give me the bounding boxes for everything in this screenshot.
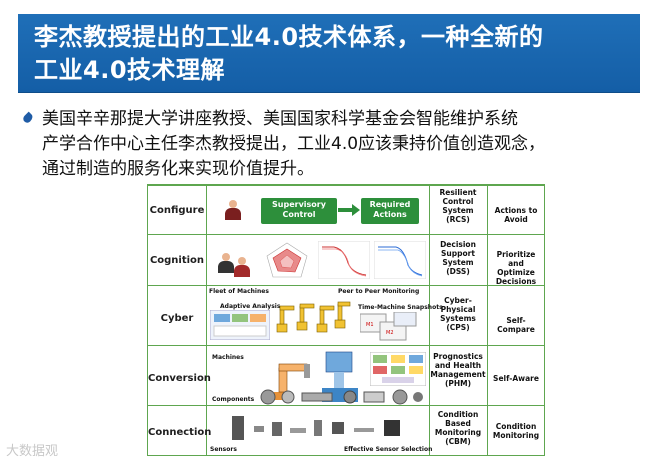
action-label: Self-Aware <box>488 374 544 383</box>
sensor-selection-label: Effective Sensor Selection <box>344 446 432 453</box>
row-label: Connection <box>148 427 206 438</box>
title-banner: 李杰教授提出的工业4.0技术体系，一种全新的 工业4.0技术理解 <box>18 14 640 92</box>
analyst-icon <box>218 253 234 273</box>
analysis-panel-icon <box>210 310 270 340</box>
analyst-icon <box>234 257 250 277</box>
action-label: Prioritize and Optimize Decisions <box>488 250 544 286</box>
snapshot-panels-icon: M1 M2 <box>360 312 420 342</box>
bullet-drop-icon <box>22 112 35 125</box>
action-label: Self-Compare <box>488 316 544 334</box>
system-label: Decision Support System (DSS) <box>430 240 486 276</box>
fleet-of-machines-label: Fleet of Machines <box>209 288 269 295</box>
health-curve-icon <box>374 241 426 279</box>
row-cyber: Cyber Fleet of Machines Peer to Peer Mon… <box>148 285 544 346</box>
sensors-icon <box>212 412 422 446</box>
system-label: Prognostics and Health Management (PHM) <box>430 352 486 388</box>
bullet-paragraph: 美国辛辛那提大学讲座教授、美国国家科学基金会智能维护系统 产学合作中心主任李杰教… <box>42 107 632 182</box>
sensors-label: Sensors <box>210 446 237 453</box>
manager-icon <box>225 200 241 220</box>
watermark: 大数据观 <box>6 440 58 459</box>
system-label: Condition Based Monitoring (CBM) <box>430 410 486 446</box>
row-configure: Configure Supervisory Control Required A… <box>148 185 544 235</box>
title-line-2: 工业4.0技术理解 <box>34 54 634 87</box>
row-cognition: Cognition Decision Support System (DSS) … <box>148 234 544 286</box>
row-conversion: Conversion Machines Components <box>148 345 544 406</box>
svg-text:M1: M1 <box>366 322 374 328</box>
row-connection: Connection Sensors Effective Sensor Sele… <box>148 405 544 456</box>
adaptive-analysis-label: Adaptive Analysis <box>220 303 280 310</box>
action-label: Actions to Avoid <box>488 206 544 224</box>
bullet-line-1: 美国辛辛那提大学讲座教授、美国国家科学基金会智能维护系统 <box>42 107 632 132</box>
svg-text:M2: M2 <box>386 330 394 336</box>
components-icon <box>258 388 428 406</box>
5c-architecture-diagram: Configure Supervisory Control Required A… <box>147 184 545 456</box>
row-label: Cognition <box>148 255 206 266</box>
system-label: Cyber-Physical Systems (CPS) <box>430 296 486 332</box>
radar-chart-icon <box>263 241 311 281</box>
system-label: Resilient Control System (RCS) <box>430 188 486 224</box>
machines-label: Machines <box>212 354 244 361</box>
bullet-line-3: 通过制造的服务化来实现价值提升。 <box>42 157 632 182</box>
title-line-1: 李杰教授提出的工业4.0技术体系，一种全新的 <box>34 21 634 54</box>
supervisory-control-box: Supervisory Control <box>261 198 337 224</box>
process-flow-icon <box>370 352 426 386</box>
arrow-right-icon <box>338 204 360 216</box>
action-label: Condition Monitoring <box>488 422 544 440</box>
required-actions-box: Required Actions <box>361 198 419 224</box>
row-label: Cyber <box>148 313 206 324</box>
robot-fleet-icon <box>273 294 353 338</box>
row-label: Conversion <box>148 373 206 384</box>
row-label: Configure <box>148 205 206 216</box>
page-title: 李杰教授提出的工业4.0技术体系，一种全新的 工业4.0技术理解 <box>34 21 634 87</box>
components-label: Components <box>212 396 254 403</box>
bullet-line-2: 产学合作中心主任李杰教授提出，工业4.0应该秉持价值创造观念， <box>42 132 632 157</box>
degradation-curve-icon <box>318 241 370 279</box>
